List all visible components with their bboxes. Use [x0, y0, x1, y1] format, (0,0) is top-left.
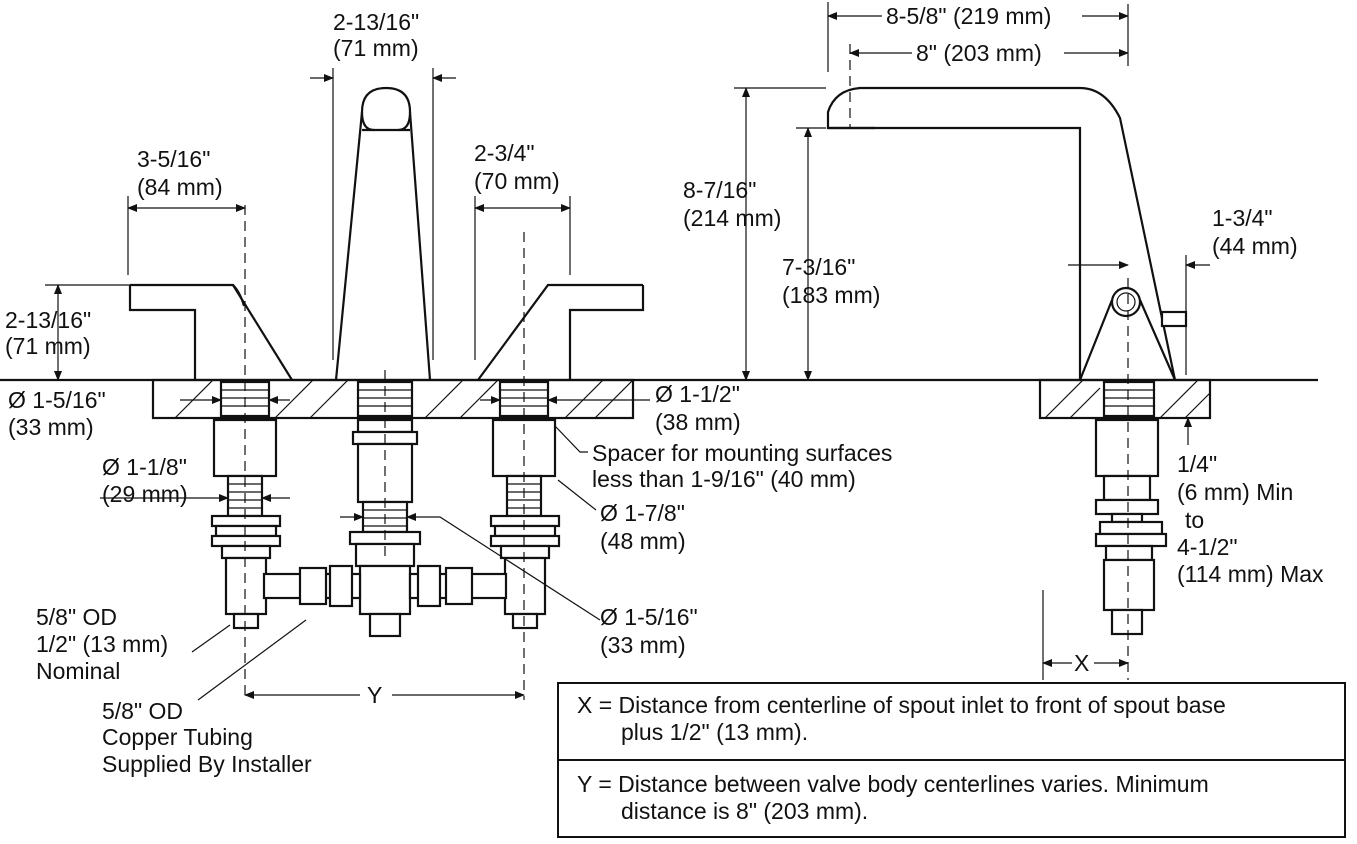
dim-handle-height: 2-13/16" (71 mm) [5, 284, 130, 381]
dim-spout-base-depth: 1-3/4" (44 mm) [1068, 205, 1298, 375]
dim-x-label: X [1074, 650, 1089, 676]
right-reach-inch: 2-3/4" [474, 140, 535, 166]
dim-y-label: Y [367, 682, 382, 708]
spout-reach-label: 8" (203 mm) [916, 40, 1042, 66]
spacer-line2: less than 1-9/16" (40 mm) [592, 466, 856, 492]
tubing-line2: Copper Tubing [102, 724, 253, 750]
deck-section-side [1038, 378, 1212, 420]
inlet-od-line2: 1/2" (13 mm) [36, 631, 168, 657]
dim-left-reach: 3-5/16" (84 mm) [127, 146, 246, 275]
dim-x: X [1042, 590, 1129, 680]
dim-spout-reach-overall: 8-5/8" (219 mm) [827, 3, 1129, 29]
spout-outlet-height-mm: (183 mm) [782, 282, 880, 308]
right-handle [477, 283, 645, 381]
deck-thickness-l3: to [1185, 507, 1204, 533]
dim-spout-height: 8-7/16" (214 mm) [683, 87, 826, 381]
spout-height-mm: (214 mm) [683, 205, 781, 231]
side-spout [826, 86, 1188, 381]
shank-mm: (29 mm) [102, 481, 188, 507]
right-reach-mm: (70 mm) [474, 168, 560, 194]
center-width-inch: 2-13/16" [333, 9, 419, 35]
inlet-od-line3: Nominal [36, 658, 120, 684]
left-reach-inch: 3-5/16" [137, 146, 210, 172]
dim-shank: Ø 1-1/8" (29 mm) [100, 454, 290, 507]
note-y-line2: distance is 8" (203 mm). [621, 798, 869, 824]
dim-spout-outlet-height: 7-3/16" (183 mm) [782, 127, 880, 381]
spout-outlet-height-inch: 7-3/16" [782, 254, 855, 280]
spout-reach-overall-label: 8-5/8" (219 mm) [886, 3, 1051, 29]
dim-tubing: 5/8" OD Copper Tubing Supplied By Instal… [102, 619, 312, 777]
note-x: X = Distance from centerline of spout in… [559, 684, 1344, 761]
dim-hole-left: Ø 1-5/16" (33 mm) [8, 387, 290, 440]
note-x-line2: plus 1/2" (13 mm). [621, 719, 809, 745]
center-width-mm: (71 mm) [333, 35, 419, 61]
tubing-line3: Supplied By Installer [102, 751, 312, 777]
dim-spout-reach: 8" (203 mm) [849, 40, 1129, 66]
deck-thickness-l4: 4-1/2" [1177, 534, 1238, 560]
deck-thickness-l5: (114 mm) Max [1177, 561, 1324, 587]
inlet-od-line1: 5/8" OD [36, 604, 117, 630]
hole-right-mm: (38 mm) [655, 409, 741, 435]
dim-hole-right: Ø 1-1/2" (38 mm) [480, 381, 741, 435]
dim-center-width: 2-13/16" (71 mm) [310, 9, 456, 360]
dim-inlet-od: 5/8" OD 1/2" (13 mm) Nominal [36, 604, 231, 684]
side-shank [1094, 418, 1168, 636]
dim-spout-shank: Ø 1-5/16" (33 mm) [340, 513, 698, 658]
spout-base-depth-inch: 1-3/4" [1212, 205, 1273, 231]
deck-section-front [151, 378, 635, 420]
shank-dia: Ø 1-1/8" [102, 454, 187, 480]
left-handle [128, 283, 293, 381]
dim-deck-thickness: 1/4" (6 mm) Min to 4-1/2" (114 mm) Max [1177, 417, 1324, 587]
spout-height-inch: 8-7/16" [683, 177, 756, 203]
deck-thickness-l1: 1/4" [1177, 451, 1217, 477]
dim-y: Y [244, 682, 525, 708]
handle-height-inch: 2-13/16" [5, 307, 91, 333]
spout-shank-and-tee [262, 418, 508, 638]
nut-mm: (48 mm) [600, 528, 686, 554]
hole-left-dia: Ø 1-5/16" [8, 387, 106, 413]
spout-base-depth-mm: (44 mm) [1212, 233, 1298, 259]
note-y: Y = Distance between valve body centerli… [559, 763, 1344, 838]
hole-left-mm: (33 mm) [8, 414, 94, 440]
note-y-line1: Y = Distance between valve body centerli… [577, 771, 1209, 797]
dim-nut: Ø 1-7/8" (48 mm) [557, 479, 686, 554]
handle-height-mm: (71 mm) [5, 333, 91, 359]
spacer-line1: Spacer for mounting surfaces [592, 440, 892, 466]
hole-right-dia: Ø 1-1/2" [655, 381, 740, 407]
spout-shank-dia: Ø 1-5/16" [600, 604, 698, 630]
left-reach-mm: (84 mm) [137, 174, 223, 200]
deck-thickness-l2: (6 mm) Min [1177, 479, 1293, 505]
notes-table: X = Distance from centerline of spout in… [557, 682, 1346, 838]
center-spout-front [334, 86, 432, 381]
note-x-line1: X = Distance from centerline of spout in… [577, 692, 1226, 718]
tubing-line1: 5/8" OD [102, 698, 183, 724]
dim-right-reach: 2-3/4" (70 mm) [474, 140, 571, 360]
dim-spacer: Spacer for mounting surfaces less than 1… [554, 425, 892, 492]
spout-shank-mm: (33 mm) [600, 632, 686, 658]
nut-dia: Ø 1-7/8" [600, 500, 685, 526]
